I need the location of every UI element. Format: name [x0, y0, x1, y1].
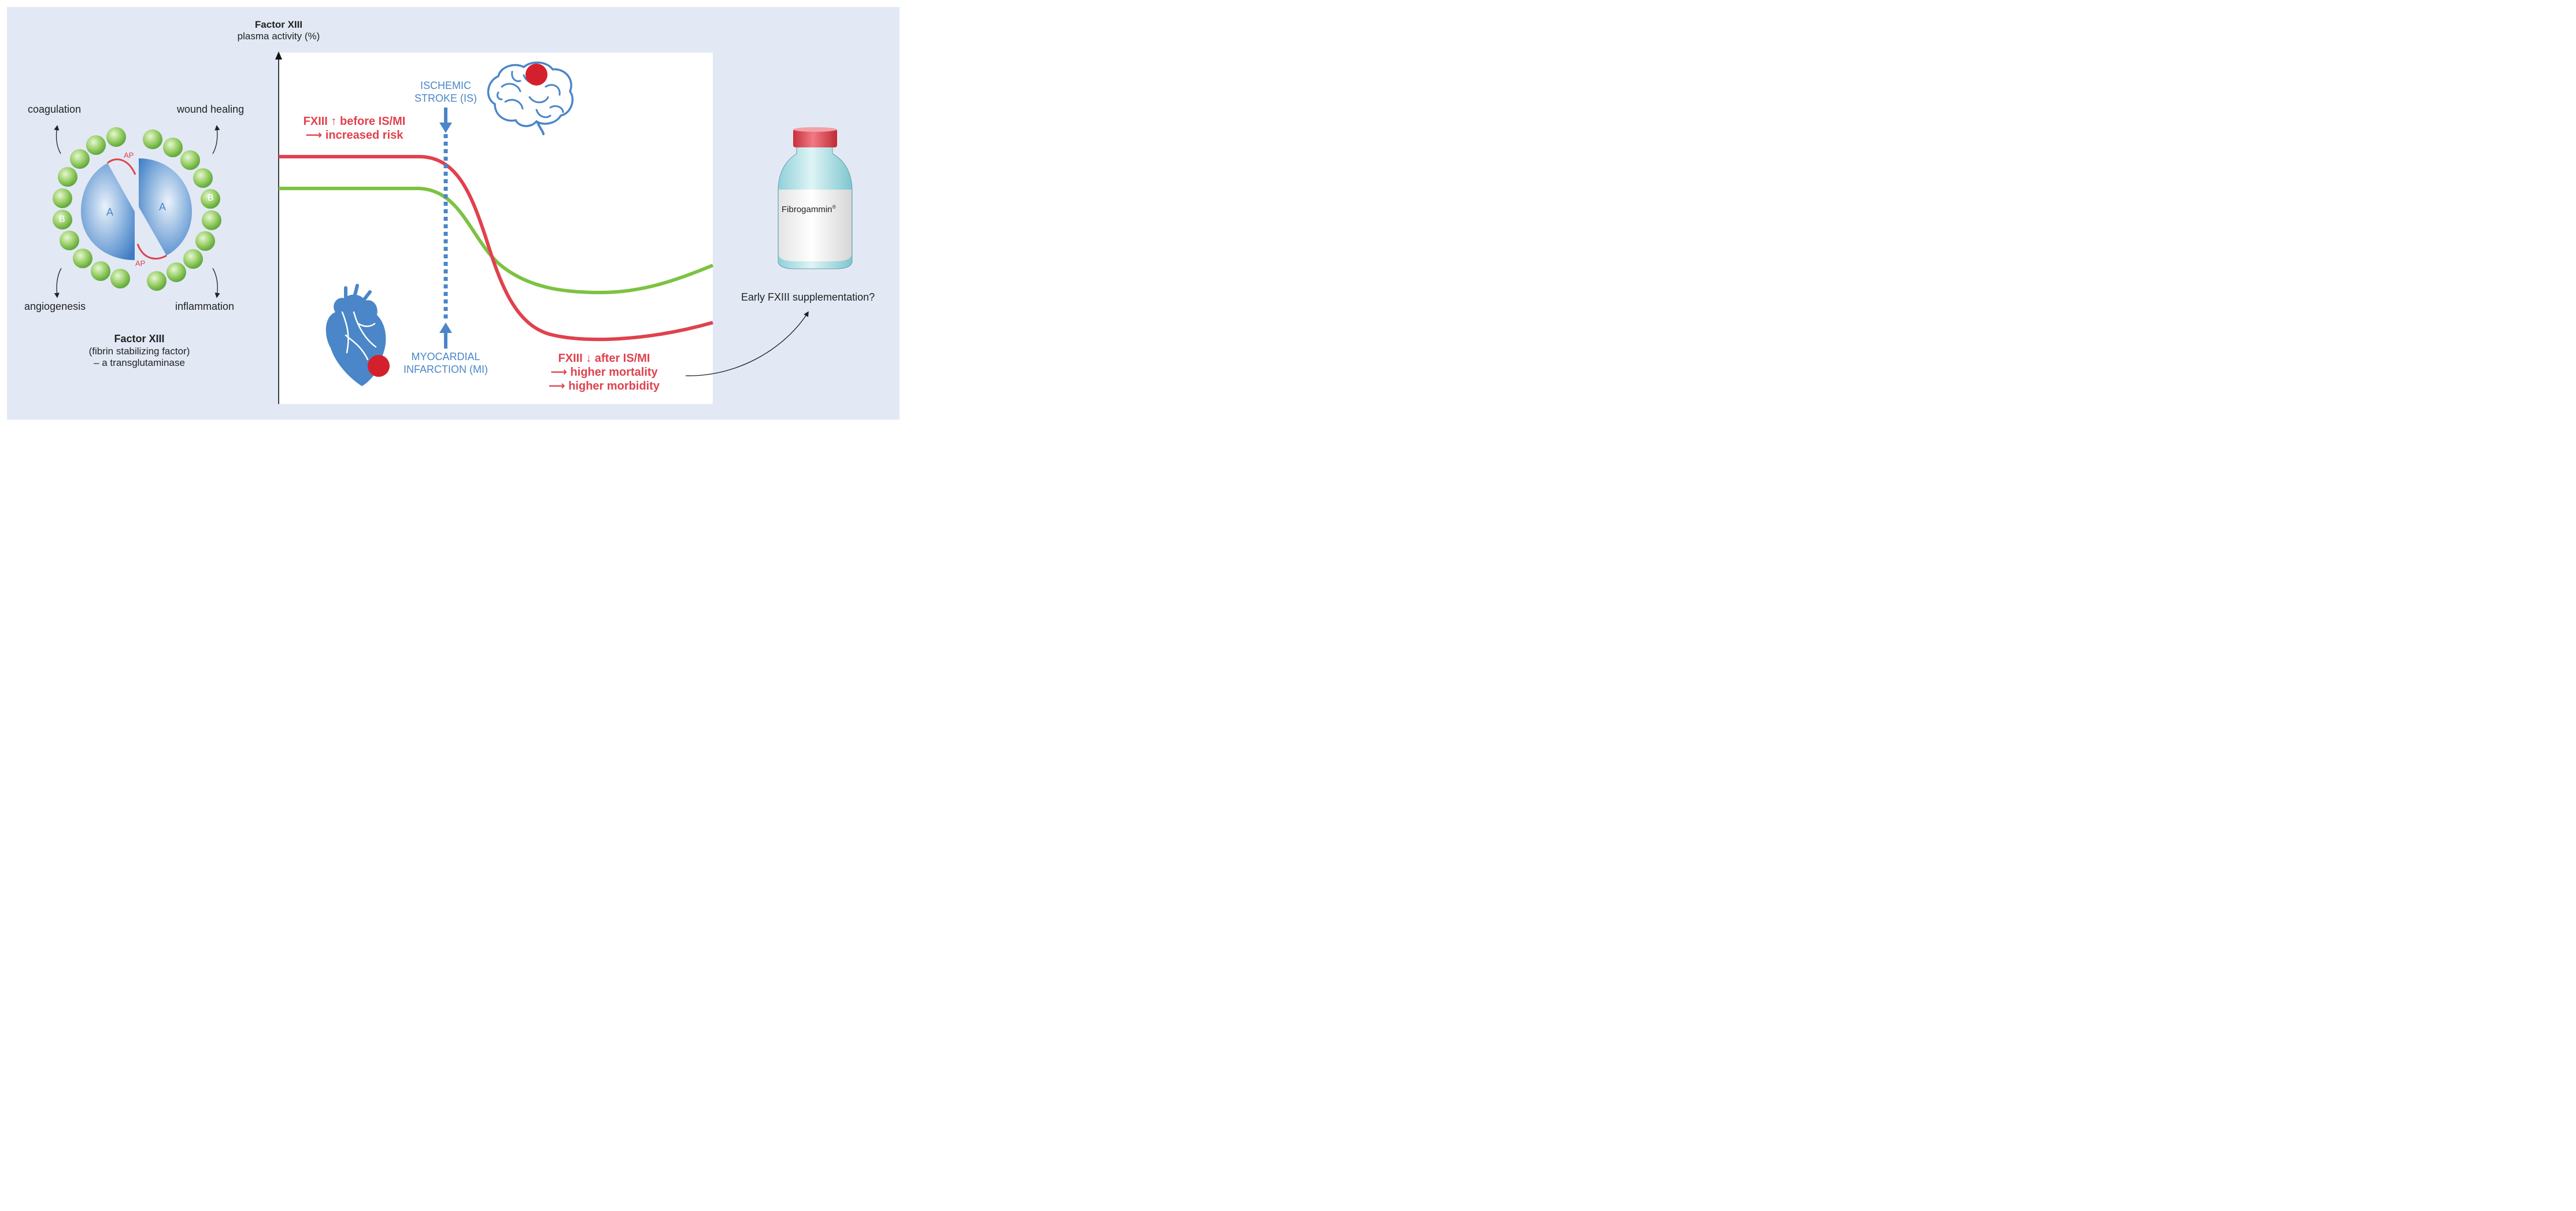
- subunit-a-left-label: A: [106, 206, 114, 218]
- subunit-a-right-label: A: [159, 201, 166, 213]
- before-annotation-line1: FXIII ↑ before IS/MI: [303, 115, 406, 128]
- y-axis-subtitle: plasma activity (%): [237, 31, 320, 42]
- supplementation-question: Early FXIII supplementation?: [741, 291, 875, 303]
- before-annotation: FXIII ↑ before IS/MI ⟶ increased risk: [289, 114, 420, 142]
- red-curve: [279, 155, 713, 342]
- y-axis: [275, 51, 282, 404]
- molecule-caption: Factor XIII (fibrin stabilizing factor) …: [55, 333, 223, 369]
- before-annotation-line2: ⟶ increased risk: [305, 129, 404, 142]
- function-angiogenesis: angiogenesis: [24, 301, 86, 312]
- activation-peptide-top: [107, 158, 136, 175]
- stroke-label-line1: ISCHEMIC: [420, 80, 471, 91]
- stroke-lesion-dot: [525, 64, 547, 86]
- green-curve: [279, 187, 714, 295]
- subunit-a-left: [81, 163, 135, 260]
- mi-label-line1: MYOCARDIAL: [411, 351, 480, 362]
- event-marker: [439, 108, 452, 349]
- activation-peptide-bottom-label: AP: [135, 259, 146, 268]
- mi-label: MYOCARDIAL INFARCTION (MI): [391, 351, 501, 376]
- function-arrows: [54, 125, 220, 298]
- subunit-b-beads: [53, 127, 221, 291]
- subunit-b-right-label: B: [208, 193, 214, 203]
- molecule-caption-line2: (fibrin stabilizing factor): [88, 345, 190, 357]
- diagram-artwork: [53, 51, 853, 404]
- vial-icon: [778, 127, 853, 269]
- vial-label-trademark: ®: [832, 204, 837, 210]
- stroke-label: ISCHEMIC STROKE (IS): [402, 80, 489, 105]
- infarct-dot: [368, 355, 390, 377]
- supplementation-arrow: [685, 311, 809, 376]
- molecule-caption-title: Factor XIII: [114, 333, 165, 345]
- subunit-a-right: [139, 158, 192, 255]
- function-wound-healing: wound healing: [177, 103, 245, 115]
- after-annotation: FXIII ↓ after IS/MI ⟶ higher mortality ⟶…: [538, 351, 671, 393]
- after-annotation-line3: ⟶ higher morbidity: [548, 380, 660, 392]
- function-coagulation: coagulation: [28, 103, 82, 115]
- vial-label: Fibrogammin®: [782, 204, 836, 215]
- stroke-label-line2: STROKE (IS): [414, 92, 477, 104]
- molecule-caption-line3: – a transglutaminase: [94, 357, 185, 368]
- after-annotation-line1: FXIII ↓ after IS/MI: [558, 352, 650, 365]
- function-inflammation: inflammation: [175, 301, 235, 312]
- y-axis-title: Factor XIII: [254, 19, 303, 30]
- mi-label-line2: INFARCTION (MI): [404, 363, 488, 375]
- y-axis-title-block: Factor XIII plasma activity (%): [230, 19, 327, 43]
- activation-peptide-bottom: [136, 243, 167, 260]
- vial-label-text: Fibrogammin: [782, 205, 832, 214]
- activation-peptide-top-label: AP: [124, 151, 134, 160]
- subunit-b-left-label: B: [59, 214, 65, 224]
- after-annotation-line2: ⟶ higher mortality: [550, 366, 658, 379]
